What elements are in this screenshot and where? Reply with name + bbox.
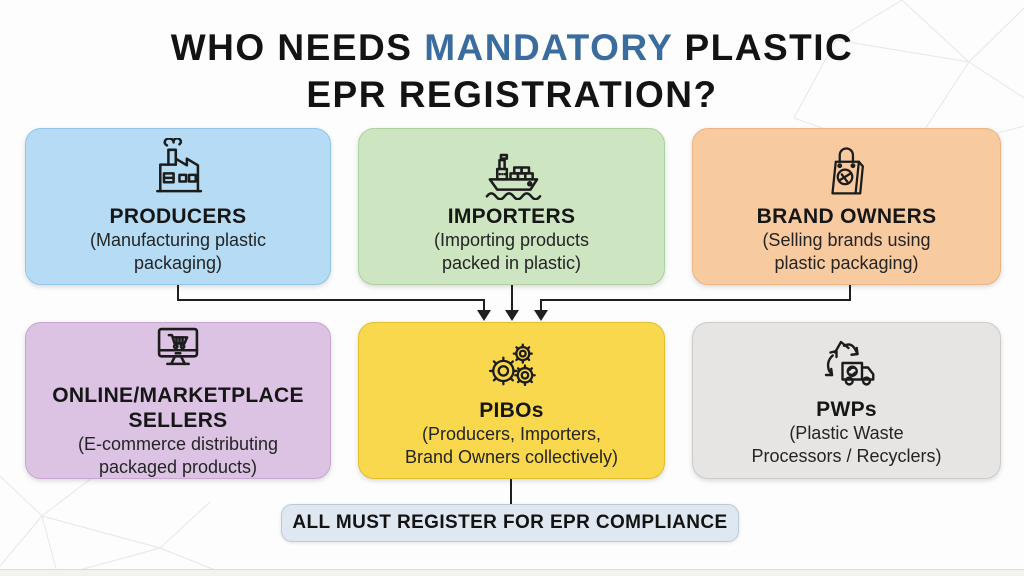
card-heading: PIBOs <box>479 399 544 422</box>
connector-producers-horizontal <box>177 299 485 301</box>
arrowhead-left <box>477 310 491 321</box>
connector-pibos-banner <box>510 479 512 505</box>
connector-left-drop <box>483 299 485 311</box>
compliance-banner: ALL MUST REGISTER FOR EPR COMPLIANCE <box>281 504 739 542</box>
card-subtext: (Importing products packed in plastic) <box>433 230 590 273</box>
page-title: WHO NEEDS MANDATORY PLASTIC EPR REGISTRA… <box>0 24 1024 118</box>
connector-brand-owners-vertical <box>849 285 851 301</box>
shopping-bag-icon <box>814 138 880 200</box>
compliance-banner-label: ALL MUST REGISTER FOR EPR COMPLIANCE <box>292 512 728 533</box>
card-pibos: PIBOs (Producers, Importers, Brand Owner… <box>358 322 665 479</box>
connector-right-drop <box>540 299 542 311</box>
card-producers: PRODUCERS (Manufacturing plastic packagi… <box>25 128 331 285</box>
card-heading: PRODUCERS <box>109 205 247 228</box>
connector-importers-vertical <box>511 285 513 311</box>
card-subtext: (Manufacturing plastic packaging) <box>89 230 267 273</box>
card-subtext: (E-commerce distributing packaged produc… <box>77 433 279 477</box>
card-subtext: (Producers, Importers, Brand Owners coll… <box>404 424 619 467</box>
card-heading: BRAND OWNERS <box>756 205 937 228</box>
ecommerce-monitor-icon <box>140 323 216 379</box>
card-importers: IMPORTERS (Importing products packed in … <box>358 128 665 285</box>
card-online-marketplace-sellers: ONLINE/MARKETPLACE SELLERS (E-commerce d… <box>25 322 331 479</box>
arrowhead-right <box>534 310 548 321</box>
card-subtext: (Plastic Waste Processors / Recyclers) <box>751 423 942 466</box>
card-subtext: (Selling brands using plastic packaging) <box>762 230 931 273</box>
factory-icon <box>141 138 215 200</box>
card-brand-owners: BRAND OWNERS (Selling brands using plast… <box>692 128 1001 285</box>
connector-brand-owners-horizontal <box>540 299 851 301</box>
card-heading: ONLINE/MARKETPLACE SELLERS <box>52 383 304 432</box>
title-highlight: MANDATORY <box>424 27 673 68</box>
gears-icon <box>476 332 548 394</box>
bottom-edge-strip <box>0 569 1024 576</box>
card-heading: PWPs <box>816 398 877 421</box>
card-heading: IMPORTERS <box>447 205 576 228</box>
arrowhead-middle <box>505 310 519 321</box>
connector-producers-vertical <box>177 285 179 301</box>
recycling-truck-icon <box>809 333 885 393</box>
title-line-2: EPR REGISTRATION? <box>306 74 718 115</box>
cargo-ship-icon <box>473 138 551 200</box>
card-pwps: PWPs (Plastic Waste Processors / Recycle… <box>692 322 1001 479</box>
title-line-1: WHO NEEDS MANDATORY PLASTIC <box>170 27 854 68</box>
